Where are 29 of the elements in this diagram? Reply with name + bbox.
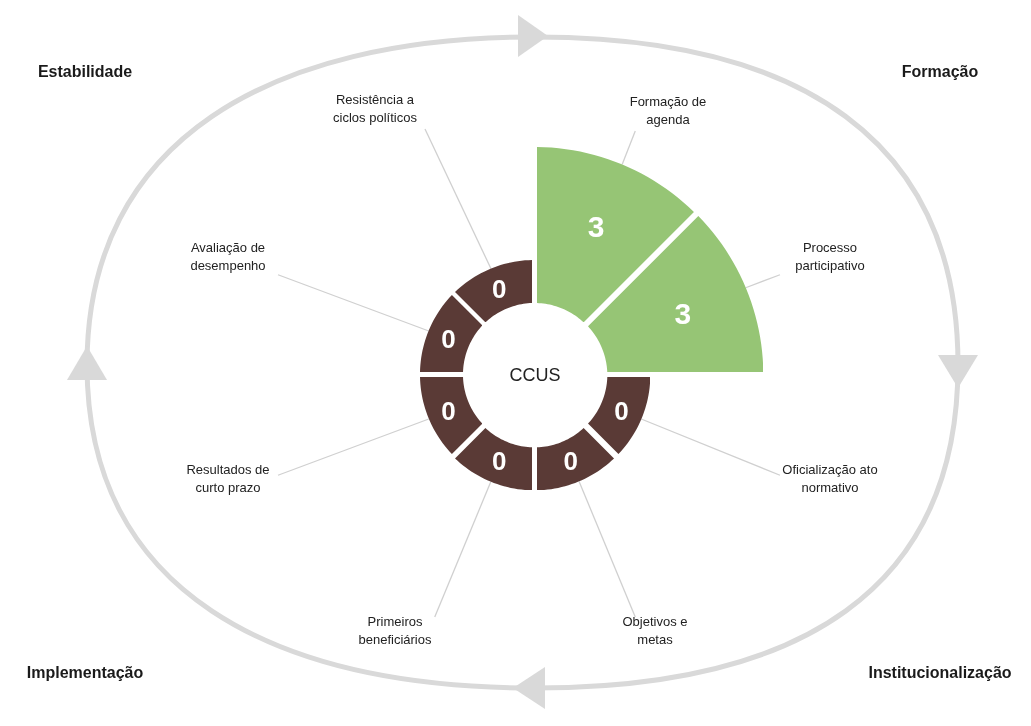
- stage-criterion-label: Avaliação de desempenho: [189, 239, 267, 275]
- stage-criterion-label: Formação de agenda: [628, 93, 708, 129]
- leader-line: [277, 274, 430, 332]
- stage-criterion-label: Processo participativo: [794, 239, 866, 275]
- segment-value: 0: [614, 397, 629, 424]
- leader-line: [745, 274, 781, 289]
- phase-title: Formação: [901, 62, 979, 82]
- stage-criterion-label: Objetivos e metas: [621, 613, 689, 649]
- stage-criterion-label: Oficialização ato normativo: [781, 461, 879, 497]
- leader-line: [621, 130, 636, 165]
- segment-value: 0: [441, 397, 456, 424]
- phase-title: Institucionalização: [868, 663, 1012, 683]
- segment-value: 0: [491, 448, 507, 475]
- stage-criterion-label: Resultados de curto prazo: [185, 461, 271, 497]
- leader-line: [424, 128, 492, 270]
- segment-value: 3: [587, 212, 605, 243]
- phase-title: Estabilidade: [37, 62, 133, 82]
- segment-value: 3: [674, 298, 692, 329]
- segment-value: 0: [441, 326, 456, 353]
- segment-value: 0: [563, 448, 578, 475]
- leader-line: [578, 480, 636, 618]
- leader-line: [640, 418, 781, 476]
- leader-line: [277, 418, 430, 476]
- stage-criterion-label: Resistência a ciclos políticos: [332, 91, 418, 127]
- center-title: CCUS: [509, 363, 561, 387]
- stage-criterion-label: Primeiros beneficiários: [357, 613, 433, 649]
- segment-value: 0: [491, 275, 507, 302]
- leader-line: [434, 480, 492, 618]
- phase-title: Implementação: [26, 663, 144, 683]
